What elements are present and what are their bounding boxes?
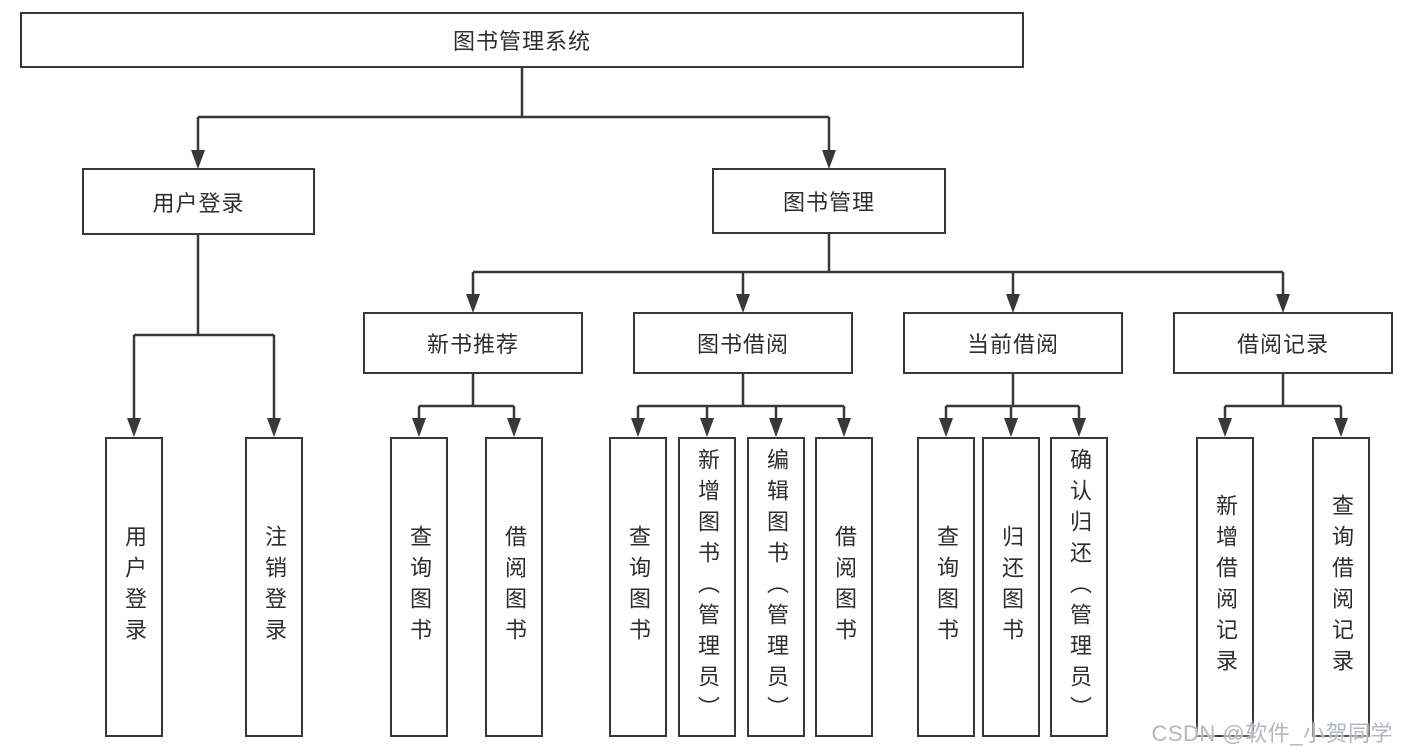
node-label: 借阅图书 (502, 525, 527, 649)
leaf-query-books-1: 查询图书 (390, 437, 448, 737)
connector-book-management-to-level3 (471, 234, 1285, 295)
connector-current-borrowing (944, 374, 1081, 420)
node-label: 新增图书（管理员） (695, 447, 720, 727)
leaf-user-login: 用户登录 (105, 437, 163, 737)
node-label: 借阅记录 (1236, 332, 1329, 357)
node-user-login: 用户登录 (82, 168, 315, 235)
leaf-query-borrow-record: 查询借阅记录 (1312, 437, 1370, 737)
node-label: 当前借阅 (966, 332, 1059, 357)
node-label: 归还图书 (999, 525, 1024, 649)
node-label: 图书管理 (782, 190, 875, 215)
node-label: 查询图书 (407, 525, 432, 649)
csdn-watermark: CSDN @软件_小贺同学 (1151, 721, 1393, 746)
leaf-add-borrow-record: 新增借阅记录 (1196, 437, 1254, 737)
connector-borrowing-records (1223, 374, 1343, 420)
leaf-query-books-3: 查询图书 (917, 437, 975, 737)
leaf-borrow-books-2: 借阅图书 (815, 437, 873, 737)
node-label: 查询借阅记录 (1329, 494, 1354, 680)
leaf-query-books-2: 查询图书 (609, 437, 667, 737)
connector-book-borrowing (636, 374, 846, 420)
node-label: 用户登录 (122, 525, 147, 649)
node-current-borrowing: 当前借阅 (903, 312, 1123, 374)
node-label: 用户登录 (152, 190, 245, 216)
node-library-management-system: 图书管理系统 (20, 12, 1024, 68)
node-label: 确认归还（管理员） (1067, 447, 1092, 727)
connector-root-to-level2 (196, 68, 831, 151)
node-label: 新书推荐 (426, 332, 519, 357)
node-label: 新增借阅记录 (1213, 494, 1238, 680)
node-label: 查询图书 (934, 525, 959, 649)
node-borrowing-records: 借阅记录 (1173, 312, 1393, 374)
node-label: 注销登录 (262, 525, 287, 649)
node-label: 借阅图书 (832, 525, 857, 649)
node-label: 查询图书 (626, 525, 651, 649)
node-book-management: 图书管理 (712, 168, 946, 234)
node-label: 图书管理系统 (452, 29, 591, 54)
leaf-confirm-return-admin: 确认归还（管理员） (1050, 437, 1108, 737)
leaf-borrow-books-1: 借阅图书 (485, 437, 543, 737)
leaf-add-books-admin: 新增图书（管理员） (678, 437, 736, 737)
leaf-edit-books-admin: 编辑图书（管理员） (747, 437, 805, 737)
node-new-book-recommendation: 新书推荐 (363, 312, 583, 374)
node-label: 图书借阅 (696, 332, 789, 357)
leaf-return-books: 归还图书 (982, 437, 1040, 737)
connector-user-login-to-leaves (132, 235, 276, 420)
node-label: 编辑图书（管理员） (764, 447, 789, 727)
leaf-logout: 注销登录 (245, 437, 303, 737)
connector-new-book-recommendation (417, 374, 516, 420)
node-book-borrowing: 图书借阅 (633, 312, 853, 374)
